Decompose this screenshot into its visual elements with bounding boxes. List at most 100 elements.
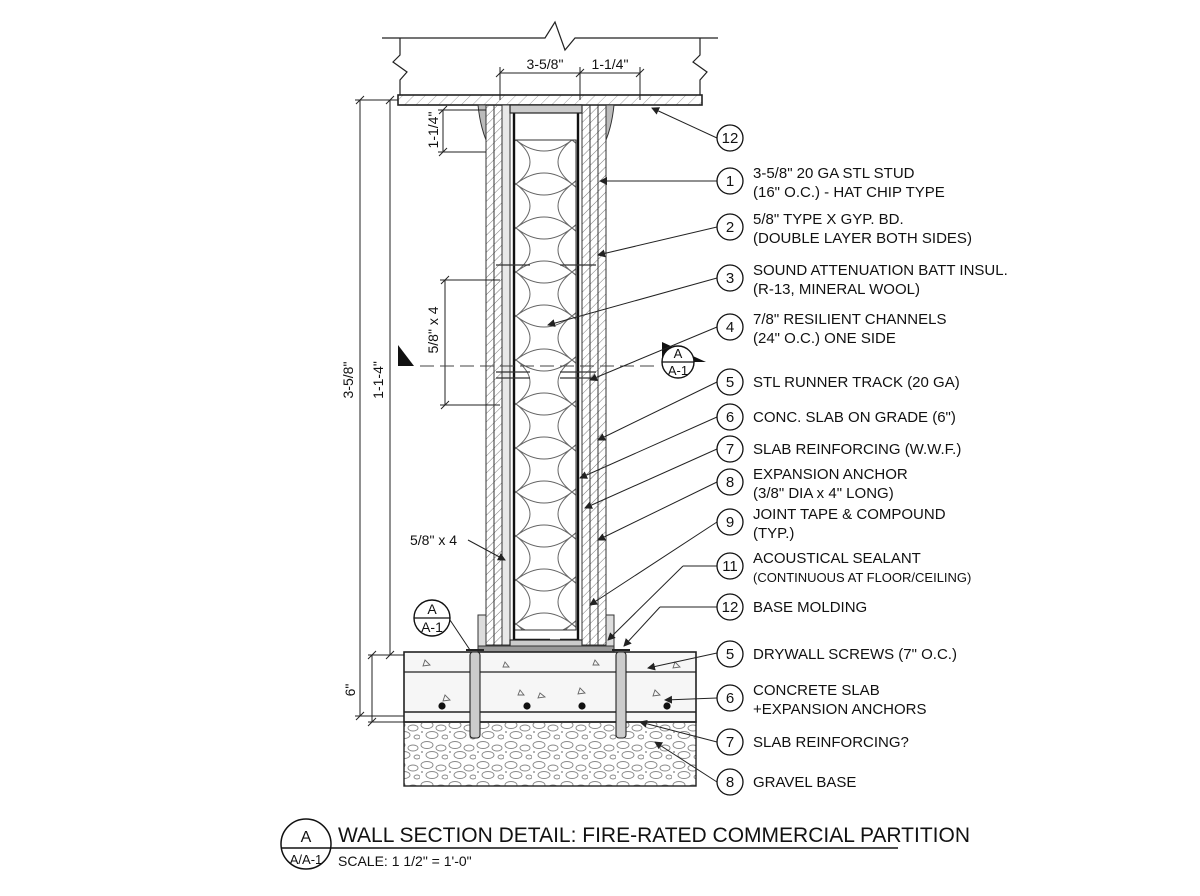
callout-text: ACOUSTICAL SEALANT (753, 550, 921, 567)
callout-text: 5/8" TYPE X GYP. BD. (753, 211, 904, 228)
detail-marker: A A-1 (413, 599, 471, 651)
callout-text: 7/8" RESILIENT CHANNELS (753, 311, 946, 328)
dim-gyp-mid: 5/8" x 4 (425, 306, 441, 353)
dim-overall-outer: 3-5/8" (340, 362, 356, 399)
title-bubble-bottom: A/A-1 (290, 852, 323, 867)
dim-upper-gap: 1-1/4" (425, 112, 441, 149)
callout-text: (CONTINUOUS AT FLOOR/CEILING) (753, 570, 971, 585)
callout-bubble (716, 593, 744, 621)
callout-text: CONCRETE SLAB (753, 682, 880, 699)
callout-text: DRYWALL SCREWS (7" O.C.) (753, 646, 957, 663)
callout-bubble (716, 313, 744, 341)
callout-list: 12 1 3-5/8" 20 GA STL STUD (16" O.C.) - HAT… (716, 124, 1008, 796)
gypsum-left-outer (485, 104, 495, 646)
callout-bubble (716, 552, 744, 580)
callout-5: 4 7/8" RESILIENT CHANNELS (24" O.C.) ONE S… (716, 311, 946, 347)
callout-number: 1 (726, 173, 734, 190)
callout-bubble (716, 213, 744, 241)
aggregate-marks (422, 659, 681, 702)
callout-text: SOUND ATTENUATION BATT INSUL. (753, 262, 1008, 279)
callout-15: 7 SLAB REINFORCING? (716, 728, 909, 756)
section-cut-left-arrow (398, 345, 414, 366)
callout-number: 7 (726, 441, 734, 458)
rebar-dots (438, 702, 671, 710)
callout-text: JOINT TAPE & COMPOUND (753, 506, 946, 523)
section-marker-top: A (674, 346, 683, 361)
callout-bubble (716, 435, 744, 463)
callout-number: 6 (726, 409, 734, 426)
resilient-channel (501, 104, 511, 646)
callout-number: 2 (726, 219, 734, 236)
callout-bubble (716, 264, 744, 292)
insulation-cavity (513, 139, 577, 631)
callout-text: EXPANSION ANCHOR (753, 466, 908, 483)
gypsum-right-inner (581, 104, 591, 646)
callout-text: (24" O.C.) ONE SIDE (753, 330, 896, 347)
gypsum-right-outer (589, 104, 599, 646)
section-marker: A A-1 (661, 342, 706, 379)
callout-bubble (716, 508, 744, 536)
expansion-anchors (466, 649, 630, 739)
detail-marker-top: A (427, 601, 437, 617)
dim-slab: 6" (342, 684, 358, 697)
callout-text: (TYP.) (753, 525, 794, 542)
detail-marker-bottom: A-1 (421, 619, 443, 635)
callout-14: 6 CONCRETE SLAB +EXPANSION ANCHORS (716, 682, 927, 718)
callout-number: 6 (726, 690, 734, 707)
callout-text: BASE MOLDING (753, 599, 867, 616)
ceiling-slab (397, 94, 703, 106)
callout-number: 11 (722, 558, 738, 575)
callout-12: 12 BASE MOLDING (716, 593, 867, 621)
callout-text: SLAB REINFORCING? (753, 734, 909, 751)
callout-text: (DOUBLE LAYER BOTH SIDES) (753, 230, 972, 247)
dim-overall-inner: 1-1-4" (370, 361, 386, 399)
callout-bubble (716, 403, 744, 431)
callout-bubble (716, 768, 744, 796)
callout-number: 12 (722, 599, 739, 616)
gravel-base (403, 721, 697, 787)
callout-text: (3/8" DIA x 4" LONG) (753, 485, 894, 502)
title-text: WALL SECTION DETAIL: FIRE-RATED COMMERCI… (338, 824, 970, 847)
callout-number: 8 (726, 474, 734, 491)
callout-text: +EXPANSION ANCHORS (753, 701, 927, 718)
callout-text: GRAVEL BASE (753, 774, 856, 791)
callout-9: 8 EXPANSION ANCHOR (3/8" DIA x 4" LONG) (716, 466, 908, 502)
callout-bubble (716, 728, 744, 756)
callout-number: 7 (726, 734, 734, 751)
dimension-lines (355, 67, 645, 727)
title-block: A A/A-1 WALL SECTION DETAIL: FIRE-RATED … (280, 818, 970, 870)
callout-1: 12 (716, 124, 744, 152)
section-marker-bottom: A-1 (668, 363, 688, 378)
top-sealant-right (605, 104, 615, 141)
callout-6: 5 STL RUNNER TRACK (20 GA) (716, 368, 960, 396)
callout-bubble (716, 640, 744, 668)
callout-10: 9 JOINT TAPE & COMPOUND (TYP.) (716, 506, 946, 542)
callout-number: 9 (726, 514, 734, 531)
ceiling-structure (382, 20, 718, 95)
callout-bubble (716, 468, 744, 496)
bottom-sealant (477, 645, 615, 653)
callout-text: (16" O.C.) - HAT CHIP TYPE (753, 184, 945, 201)
title-scale: SCALE: 1 1/2" = 1'-0" (338, 853, 472, 869)
floor-assembly (403, 649, 697, 787)
callout-text: STL RUNNER TRACK (20 GA) (753, 374, 960, 391)
title-bubble-top: A (301, 829, 312, 846)
callout-number: 5 (726, 646, 734, 663)
callout-number: 12 (722, 130, 739, 147)
callout-3: 2 5/8" TYPE X GYP. BD. (DOUBLE LAYER BOTH … (716, 211, 972, 247)
callout-bubble (716, 167, 744, 195)
dim-top-stud: 3-5/8" (527, 56, 564, 72)
callout-2: 1 3-5/8" 20 GA STL STUD (16" O.C.) - HAT C… (716, 165, 945, 201)
callout-text: 3-5/8" 20 GA STL STUD (753, 165, 915, 182)
callout-number: 5 (726, 374, 734, 391)
gypsum-left-inner (493, 104, 503, 646)
dim-top-channel: 1-1/4" (592, 56, 629, 72)
callout-text: (R-13, MINERAL WOOL) (753, 281, 920, 298)
callout-number: 4 (726, 319, 734, 336)
callout-bubble (716, 368, 744, 396)
